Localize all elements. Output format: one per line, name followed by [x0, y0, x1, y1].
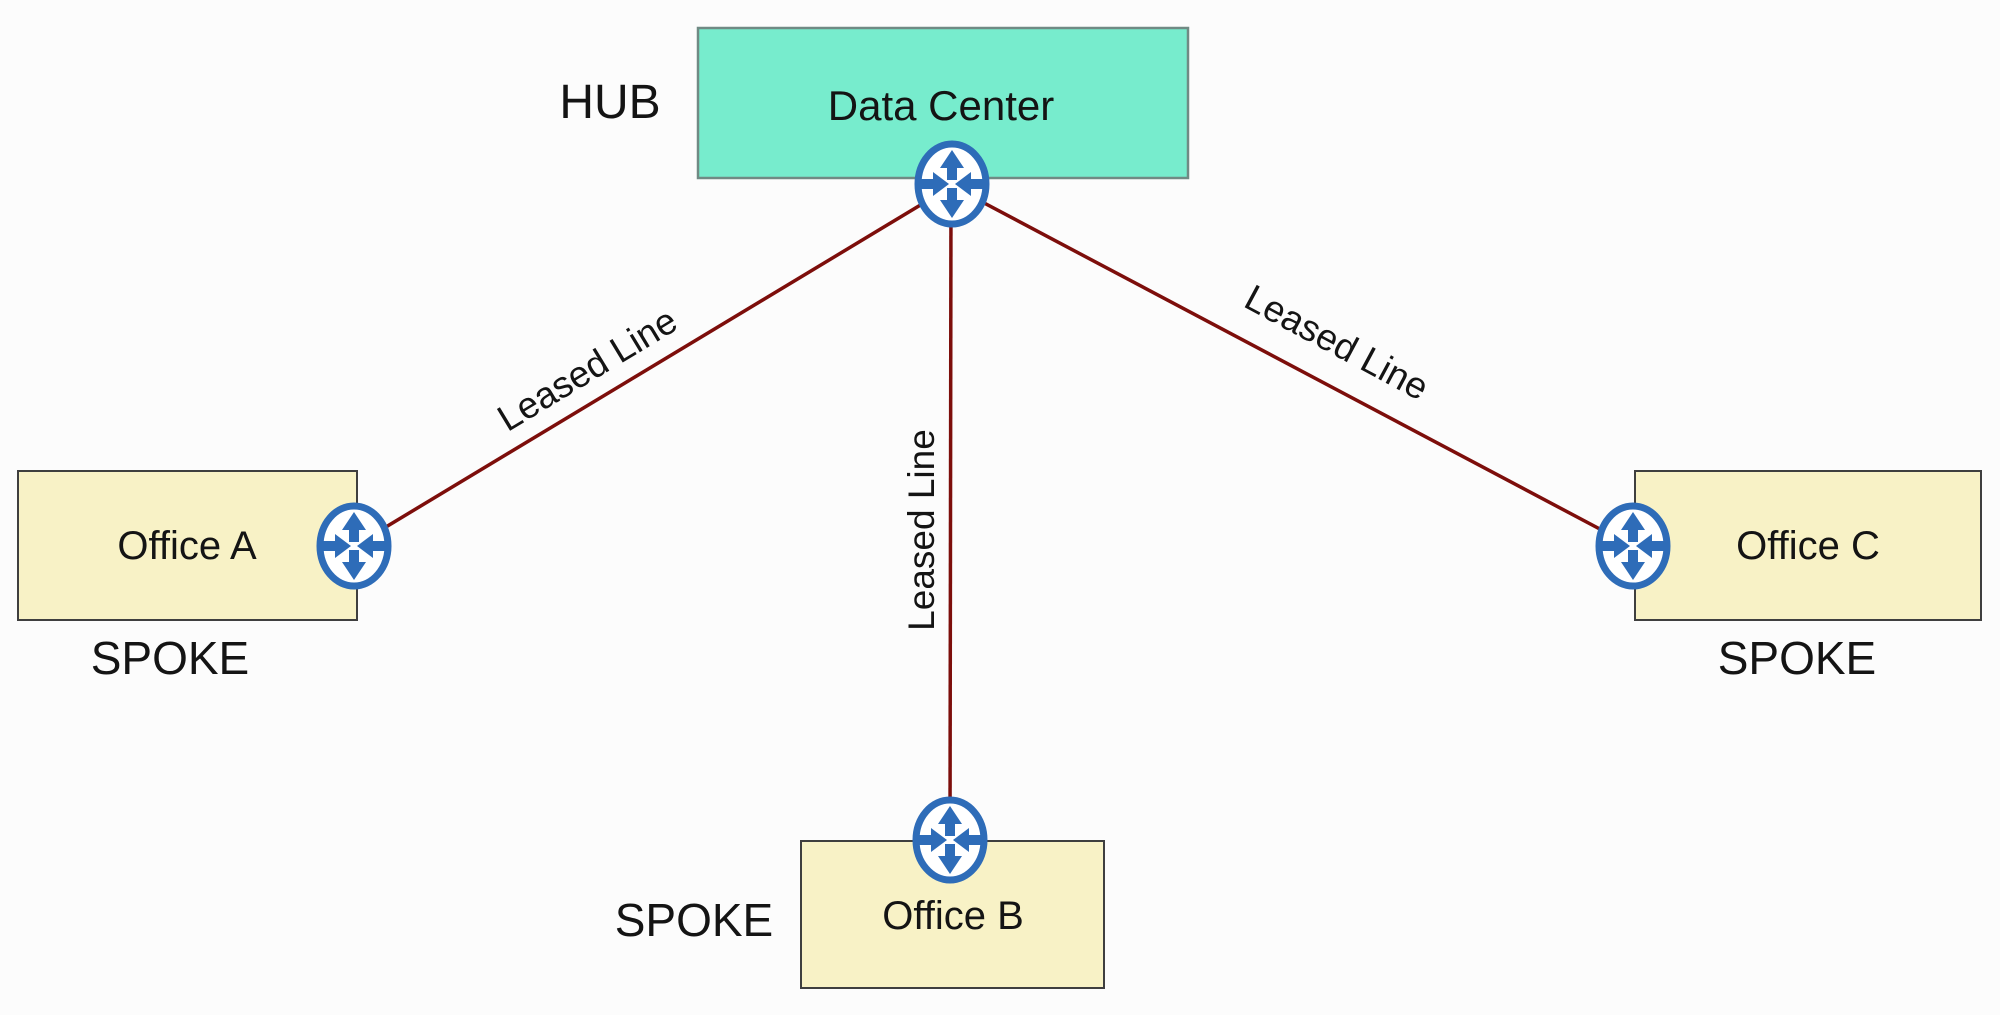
office-c-router-icon: [1599, 506, 1667, 586]
spoke-c-box: [1634, 470, 1982, 621]
link-hub-office-c: [951, 184, 1631, 547]
hub-router-icon: [918, 144, 986, 224]
hub-role-label: HUB: [559, 76, 660, 129]
link-hub-office-a: [355, 184, 953, 547]
link-hub-office-b-label: Leased Line: [901, 429, 942, 631]
link-hub-office-b: [948, 185, 953, 840]
office-a-router-icon: [320, 506, 388, 586]
spoke-a-name: Office A: [117, 524, 257, 568]
spoke-b-name: Office B: [882, 894, 1024, 938]
spoke-b-role-label: SPOKE: [615, 894, 774, 946]
spoke-c-name: Office C: [1736, 524, 1880, 568]
office-b-router-icon: [916, 800, 984, 880]
spoke-c-role-label: SPOKE: [1718, 632, 1877, 684]
spoke-a-role-label: SPOKE: [91, 632, 250, 684]
hub-name: Data Center: [828, 82, 1054, 129]
spoke-a-box: [17, 470, 358, 621]
